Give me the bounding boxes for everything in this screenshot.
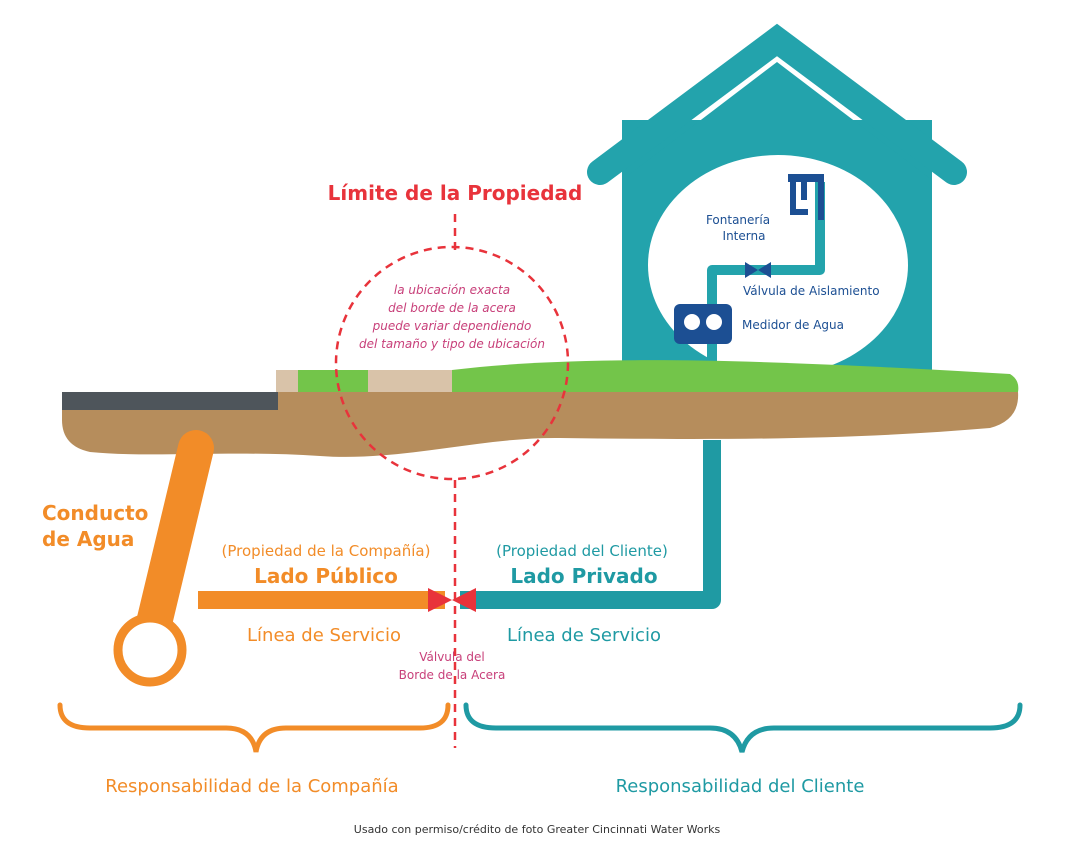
public-brace xyxy=(57,702,451,753)
private-owner-label: (Propiedad del Cliente) xyxy=(496,542,668,560)
grass-strip xyxy=(298,370,368,392)
private-service-line-label: Línea de Servicio xyxy=(507,625,661,646)
curb-location-note: la ubicación exacta del borde de la acer… xyxy=(359,283,545,351)
private-responsibility-label: Responsabilidad del Cliente xyxy=(616,776,865,797)
note-line-1: la ubicación exacta xyxy=(394,283,510,297)
plumbing-fixture-side xyxy=(818,180,824,220)
photo-credit: Usado con permiso/crédito de foto Greate… xyxy=(354,823,721,836)
private-brace xyxy=(463,702,1023,753)
water-main-riser xyxy=(132,430,214,658)
public-service-line-label: Línea de Servicio xyxy=(247,625,401,646)
asphalt-road xyxy=(62,392,278,410)
service-lines xyxy=(113,430,721,687)
note-line-2: del borde de la acera xyxy=(388,301,516,315)
curb-valve-label-1: Válvula del xyxy=(419,650,485,664)
public-side-title: Lado Público xyxy=(254,564,398,588)
property-limit xyxy=(334,214,570,748)
water-meter-icon xyxy=(674,304,732,344)
sidewalk-right xyxy=(368,370,452,392)
note-line-3: puede variar dependiendo xyxy=(372,319,532,333)
ground xyxy=(62,360,1019,457)
internal-plumbing xyxy=(674,174,825,405)
water-main-label-1: Conducto xyxy=(42,501,148,525)
property-limit-title: Límite de la Propiedad xyxy=(328,181,583,205)
sidewalk-left xyxy=(276,370,298,392)
isolation-valve-icon xyxy=(745,262,771,278)
curb-valve-label-2: Borde de la Acera xyxy=(399,668,506,682)
water-main-pipe xyxy=(113,613,187,687)
public-owner-label: (Propiedad de la Compañía) xyxy=(222,542,431,560)
lawn xyxy=(452,360,1019,392)
plumbing-label-2: Interna xyxy=(723,229,766,243)
house-gable xyxy=(622,62,932,180)
isolation-valve-label: Válvula de Aislamiento xyxy=(743,284,880,298)
plumbing-fixture xyxy=(790,180,808,215)
plumbing-label-1: Fontanería xyxy=(706,213,770,227)
soil xyxy=(62,392,1019,457)
curb-valve-icon xyxy=(428,588,476,612)
public-responsibility-label: Responsabilidad de la Compañía xyxy=(105,776,398,797)
water-meter-label: Medidor de Agua xyxy=(742,318,844,332)
water-main-label-2: de Agua xyxy=(42,527,134,551)
private-side-title: Lado Privado xyxy=(510,564,657,588)
curb-location-circle xyxy=(334,245,570,481)
private-service-line xyxy=(460,440,721,609)
plumbing-fixture-cap xyxy=(788,174,824,182)
note-line-4: del tamaño y tipo de ubicación xyxy=(359,337,545,351)
house-roof xyxy=(587,23,967,185)
